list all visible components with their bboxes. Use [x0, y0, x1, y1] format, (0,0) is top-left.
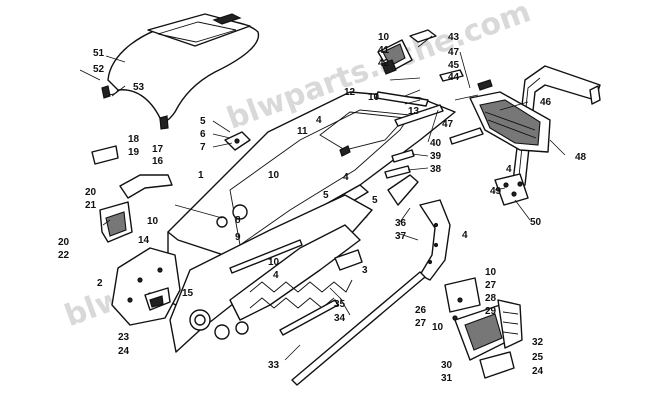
- callout-7: 7: [200, 142, 206, 153]
- callout-29: 29: [485, 306, 497, 317]
- front-left-parts: [91, 145, 173, 311]
- callout-9: 9: [235, 232, 241, 243]
- callout-34: 34: [334, 313, 346, 324]
- callout-52: 52: [93, 64, 105, 75]
- callout-48: 48: [575, 152, 587, 163]
- callout-47a: 47: [448, 47, 460, 58]
- callout-31: 31: [441, 373, 453, 384]
- callout-23: 23: [118, 332, 130, 343]
- callout-39: 39: [430, 151, 442, 162]
- callout-14: 14: [138, 235, 150, 246]
- callout-33: 33: [268, 360, 280, 371]
- callout-1: 1: [198, 170, 204, 181]
- callout-12: 12: [344, 87, 356, 98]
- callout-8: 8: [235, 215, 241, 226]
- callout-10f: 10: [485, 267, 497, 278]
- lower-right-parts: [444, 277, 523, 379]
- callout-35: 35: [334, 299, 346, 310]
- callout-10e: 10: [378, 32, 390, 43]
- callout-10g: 10: [432, 322, 444, 333]
- callout-46: 46: [540, 97, 552, 108]
- callout-15: 15: [182, 288, 194, 299]
- callout-5: 5: [200, 116, 206, 127]
- callout-5b: 5: [323, 190, 329, 201]
- callout-38: 38: [430, 164, 442, 175]
- callout-49: 49: [490, 186, 502, 197]
- callout-2: 2: [97, 278, 103, 289]
- callout-10: 10: [147, 216, 159, 227]
- callout-16: 16: [152, 156, 164, 167]
- callout-51: 51: [93, 48, 105, 59]
- callout-53: 53: [133, 82, 145, 93]
- snow-flap-part: [469, 91, 551, 153]
- callout-26: 26: [415, 305, 427, 316]
- callout-36: 36: [395, 218, 407, 229]
- callout-4b: 4: [316, 115, 322, 126]
- callout-13: 13: [408, 106, 420, 117]
- callout-41: 41: [378, 45, 390, 56]
- taillight-part: [377, 29, 437, 75]
- callout-45: 45: [448, 60, 460, 71]
- hardware-upper-right-part: [439, 69, 493, 145]
- hitch-plate-part: [494, 173, 529, 206]
- callout-18: 18: [128, 134, 140, 145]
- callout-40: 40: [430, 138, 442, 149]
- callout-30: 30: [441, 360, 453, 371]
- callout-37: 37: [395, 231, 407, 242]
- callout-4c: 4: [343, 172, 349, 183]
- callout-10b: 10: [268, 170, 280, 181]
- callout-47b: 47: [442, 119, 454, 130]
- callout-42: 42: [378, 58, 390, 69]
- callout-28: 28: [485, 293, 497, 304]
- callout-27b: 27: [415, 318, 427, 329]
- tunnel-chassis-part: [111, 91, 456, 353]
- callout-20: 20: [85, 187, 97, 198]
- callout-32: 32: [532, 337, 544, 348]
- callout-4a: 4: [273, 270, 279, 281]
- callout-3: 3: [362, 265, 368, 276]
- callout-20b: 20: [58, 237, 70, 248]
- callout-22: 22: [58, 250, 70, 261]
- callout-10d: 10: [368, 92, 380, 103]
- callout-4e: 4: [506, 164, 512, 175]
- callout-24b: 24: [532, 366, 544, 377]
- rear-bumper-part: [511, 65, 601, 191]
- callout-17: 17: [152, 144, 164, 155]
- callout-27: 27: [485, 280, 497, 291]
- seat-part: [101, 13, 260, 130]
- callout-25: 25: [532, 352, 544, 363]
- callout-24: 24: [118, 346, 130, 357]
- callouts: 51 52 53 5 6 7 18 19 17 16 1 20 21 10 14…: [58, 32, 587, 384]
- callout-11: 11: [297, 126, 308, 137]
- callout-44: 44: [448, 72, 460, 83]
- callout-5c: 5: [372, 195, 378, 206]
- callout-6: 6: [200, 129, 206, 140]
- callout-4d: 4: [462, 230, 468, 241]
- rods-part: [229, 239, 426, 386]
- callout-43: 43: [448, 32, 460, 43]
- callout-50: 50: [530, 217, 542, 228]
- callout-19: 19: [128, 147, 140, 158]
- callout-21: 21: [85, 200, 97, 211]
- callout-10c: 10: [268, 257, 280, 268]
- leader-lines: [79, 35, 566, 361]
